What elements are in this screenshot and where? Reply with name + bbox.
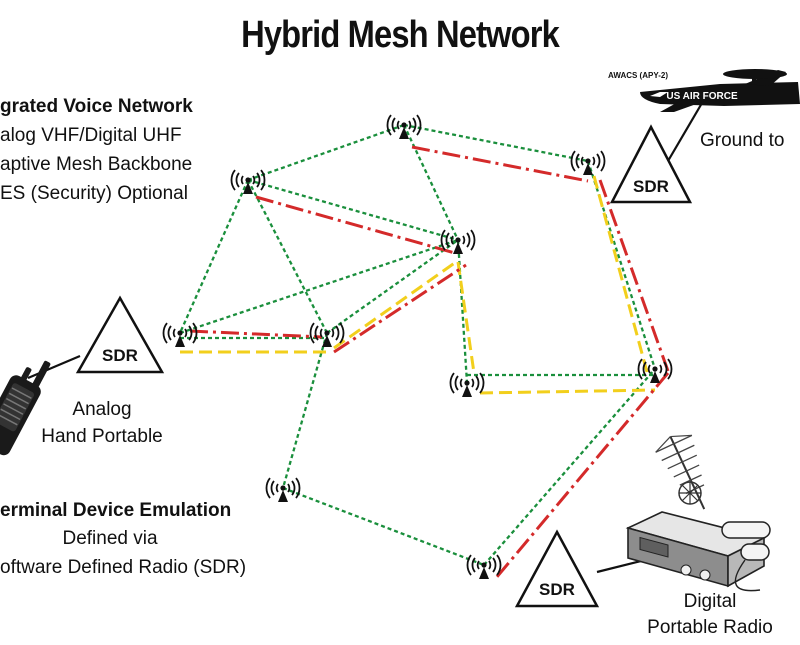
radio-antenna-icon [386, 114, 422, 140]
red-link [411, 145, 589, 183]
green-link [247, 123, 405, 182]
terminal-emulation-heading: erminal Device Emulation [0, 500, 232, 521]
radio-antenna-icon [230, 169, 266, 195]
radio-antenna-icon [466, 554, 502, 580]
red-link [494, 372, 670, 579]
awacs-aircraft-icon: US AIR FORCE AWACS (APY-2) [608, 69, 800, 112]
voice-network-line-3: ES (Security) Optional [0, 183, 188, 204]
green-link [326, 239, 459, 334]
aircraft-marking: US AIR FORCE [666, 91, 738, 102]
yellow-link [479, 388, 656, 395]
sdr-label: SDR [633, 177, 669, 196]
green-link [282, 486, 485, 567]
red-link [255, 195, 456, 255]
terminal-line-2: oftware Defined Radio (SDR) [0, 557, 247, 578]
red-link [598, 179, 670, 372]
red-link-layer [189, 145, 670, 579]
portable-radio-icon [625, 434, 771, 592]
sdr-label: SDR [102, 346, 138, 365]
sdr-triangle-aircraft: SDR [609, 124, 693, 204]
sdr-triangle-analog: SDR [75, 295, 165, 374]
green-link [246, 179, 329, 334]
green-link [402, 124, 460, 241]
analog-label-line-2: Hand Portable [41, 426, 163, 447]
red-link [333, 263, 467, 354]
red-link [189, 329, 323, 339]
green-link [403, 123, 589, 163]
yellow-link [592, 175, 649, 373]
aircraft-model: AWACS (APY-2) [608, 71, 668, 80]
connector-aircraft [667, 102, 703, 162]
terminal-line-1: Defined via [62, 528, 158, 549]
yellow-link [333, 260, 457, 350]
analog-label-line-1: Analog [72, 399, 132, 420]
connector-analog [27, 354, 81, 380]
green-link [247, 178, 459, 242]
radio-antenna-icon [570, 150, 606, 176]
ground-to-label: Ground to [700, 130, 785, 151]
radio-antenna-icon [162, 322, 198, 348]
handheld-radio-icon [0, 360, 51, 456]
voice-network-line-2: aptive Mesh Backbone [0, 154, 193, 175]
green-link [178, 179, 250, 334]
radio-antenna-icon [265, 477, 301, 503]
voice-network-line-1: alog VHF/Digital UHF [0, 125, 182, 146]
sdr-triangle-digital: SDR [514, 529, 600, 608]
yellow-link-layer [180, 175, 656, 395]
digital-label-line-2: Portable Radio [647, 617, 773, 638]
digital-label-line-1: Digital [683, 591, 737, 612]
voice-network-heading: grated Voice Network [0, 96, 193, 117]
page-title: Hybrid Mesh Network [241, 14, 560, 56]
green-link [281, 332, 329, 489]
sdr-label: SDR [539, 580, 575, 599]
connector-digital [596, 558, 646, 574]
green-link [483, 368, 656, 566]
